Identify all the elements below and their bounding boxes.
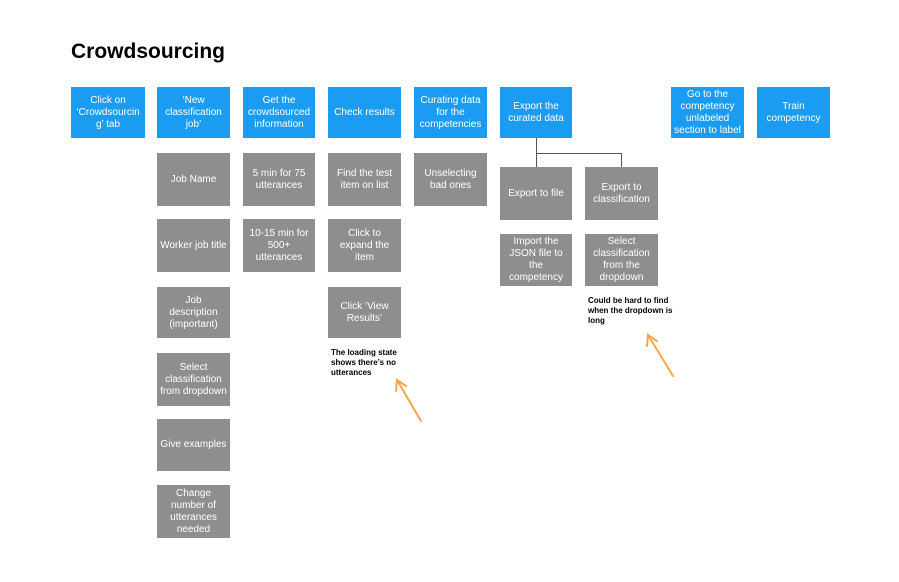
step-go-to-unlabeled: Go to the competency unlabeled section t… [671, 87, 744, 138]
step-check-results: Check results [328, 87, 401, 138]
substep-change-number: Change number of utterances needed [157, 485, 230, 538]
substep-select-classification: Select classification from dropdown [157, 353, 230, 406]
connector-left-drop [536, 153, 537, 167]
substep-unselecting: Unselecting bad ones [414, 153, 487, 206]
substep-5-min: 5 min for 75 utterances [243, 153, 315, 206]
substep-export-to-classification: Export to classification [585, 167, 658, 220]
substep-select-classification-dropdown: Select classification from the dropdown [585, 234, 658, 286]
step-get-crowdsourced-info: Get the crowdsourced information [243, 87, 315, 138]
substep-job-description: Job description (important) [157, 287, 230, 338]
note-dropdown-long: Could be hard to find when the dropdown … [588, 296, 673, 325]
note-loading-state: The loading state shows there’s no utter… [331, 348, 397, 377]
substep-10-15-min: 10-15 min for 500+ utterances [243, 219, 315, 272]
substep-import-json: Import the JSON file to the competency [500, 234, 572, 286]
arrow-dropdown [646, 333, 674, 377]
step-train-competency: Train competency [757, 87, 830, 138]
substep-worker-job-title: Worker job title [157, 219, 230, 272]
substep-view-results: Click ‘View Results’ [328, 287, 401, 338]
connector-right-drop [621, 153, 622, 167]
step-curating-data: Curating data for the competencies [414, 87, 487, 138]
substep-export-to-file: Export to file [500, 167, 572, 220]
connector-horizontal [536, 153, 622, 154]
step-crowdsourcing-tab: Click on ‘Crowdsourcing’ tab [71, 87, 145, 138]
arrow-loading [395, 378, 422, 422]
step-new-classification-job: ‘New classification job’ [157, 87, 230, 138]
substep-expand-item: Click to expand the item [328, 219, 401, 272]
connector-vertical [536, 138, 537, 154]
substep-job-name: Job Name [157, 153, 230, 206]
page-title: Crowdsourcing [71, 40, 226, 63]
step-export-curated-data: Export the curated data [500, 87, 572, 138]
substep-give-examples: Give examples [157, 419, 230, 471]
substep-find-test-item: Find the test item on list [328, 153, 401, 206]
